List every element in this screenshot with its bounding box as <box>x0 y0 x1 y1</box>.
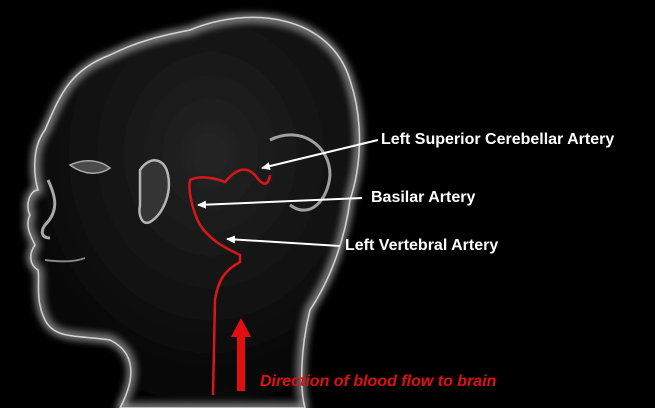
nose-outline <box>40 179 57 240</box>
pointer-superior-cerebellar <box>261 139 379 171</box>
ear <box>138 133 332 225</box>
eye-outline <box>68 160 112 174</box>
pointer-vertebral <box>226 235 341 247</box>
pointer-basilar <box>197 197 363 209</box>
flow-caption: Direction of blood flow to brain <box>260 373 497 390</box>
artery-path <box>188 168 272 396</box>
label-superior-cerebellar: Left Superior Cerebellar Artery <box>381 131 615 148</box>
mouth-outline <box>44 257 86 263</box>
label-vertebral: Left Vertebral Artery <box>345 237 499 254</box>
label-basilar: Basilar Artery <box>371 189 476 206</box>
flow-arrow <box>231 318 251 391</box>
